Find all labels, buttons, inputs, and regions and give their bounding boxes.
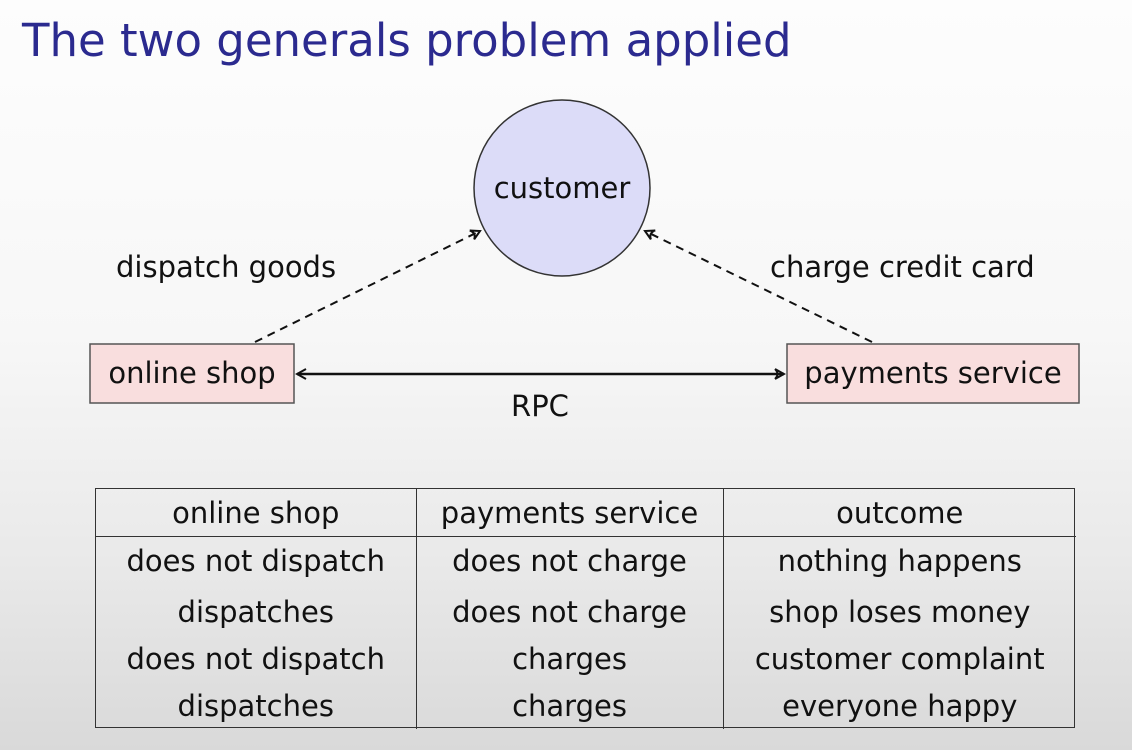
table-cell: shop loses money: [722, 584, 1076, 635]
header-online-shop: online shop: [96, 489, 416, 537]
charge-credit-card-arrow: [645, 231, 873, 343]
dispatch-goods-label: dispatch goods: [116, 250, 336, 284]
table-cell: nothing happens: [722, 536, 1076, 584]
table-cell: charges: [415, 682, 723, 729]
slide-title: The two generals problem applied: [22, 14, 792, 67]
table-cell: everyone happy: [722, 682, 1076, 729]
table-cell: does not dispatch: [126, 641, 385, 676]
customer-node: customer: [473, 99, 651, 277]
dispatch-goods-arrow: [254, 231, 480, 343]
table-cell: does not dispatch: [126, 543, 385, 578]
outcome-table: online shop payments service outcome doe…: [95, 488, 1076, 729]
table-row: does not dispatch charges customer compl…: [96, 635, 1076, 682]
header-outcome: outcome: [722, 489, 1076, 537]
customer-label: customer: [494, 171, 631, 205]
header-payments-service: payments service: [415, 489, 723, 537]
payments-service-label: payments service: [804, 356, 1061, 390]
table-cell: charges: [415, 635, 723, 682]
table-row: dispatches does not charge shop loses mo…: [96, 584, 1076, 635]
table-row: does not dispatch does not charge nothin…: [96, 536, 1076, 584]
diagram: customer online shop payments service di…: [89, 99, 1080, 423]
table-cell: dispatches: [177, 594, 334, 629]
table-cell: does not charge: [415, 584, 723, 635]
online-shop-node: online shop: [89, 343, 295, 404]
rpc-label: RPC: [511, 389, 569, 423]
table-header-row: online shop payments service outcome: [96, 489, 1076, 537]
charge-credit-card-label: charge credit card: [770, 250, 1035, 284]
table-cell: customer complaint: [722, 635, 1076, 682]
table-cell: does not charge: [415, 536, 723, 584]
table-cell: dispatches: [177, 688, 334, 723]
payments-service-node: payments service: [786, 343, 1080, 404]
table-row: dispatches charges everyone happy: [96, 682, 1076, 729]
online-shop-label: online shop: [108, 356, 275, 390]
